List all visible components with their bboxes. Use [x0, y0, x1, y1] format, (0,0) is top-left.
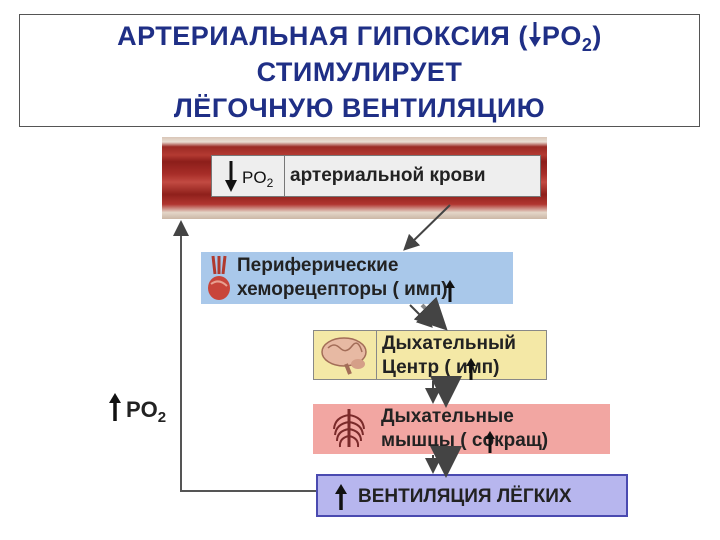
title-line-3: ЛЁГОЧНУЮ ВЕНТИЛЯЦИЮ	[173, 93, 546, 123]
center-line-1: Дыхательный	[382, 333, 516, 354]
brain-icon	[318, 334, 372, 381]
title-box: АРТЕРИАЛЬНАЯ ГИПОКСИЯ (PO2) СТИМУЛИРУЕТ …	[19, 14, 700, 127]
carotid-icon	[205, 254, 233, 307]
arrow-receptors-to-center-2	[413, 296, 448, 331]
down-arrow-icon	[224, 161, 238, 198]
peripheral-chemoreceptors-box: Периферические хеморецепторы ( имп)	[201, 252, 513, 304]
up-arrow-icon	[484, 431, 496, 458]
feedback-po2-label: PO2	[108, 393, 166, 427]
up-arrow-icon	[465, 358, 477, 385]
vessel-label: PO2 артериальной крови	[211, 155, 541, 197]
vessel-text: артериальной крови	[290, 165, 486, 186]
muscles-line-1: Дыхательные	[381, 406, 514, 427]
title-line-1: АРТЕРИАЛЬНАЯ ГИПОКСИЯ (PO2)	[117, 21, 602, 55]
up-arrow-icon	[108, 393, 122, 427]
po2-down-label: PO2	[212, 156, 285, 196]
up-arrow-icon	[444, 280, 456, 307]
respiratory-center-box: Дыхательный Центр ( имп)	[313, 330, 547, 380]
title-text: АРТЕРИАЛЬНАЯ ГИПОКСИЯ (	[117, 21, 528, 51]
center-separator	[376, 331, 377, 379]
respiratory-muscles-box: Дыхательные мышцы ( сокращ)	[313, 404, 610, 454]
muscles-line-2: мышцы ( сокращ)	[381, 430, 549, 451]
peripheral-line-1: Периферические	[237, 255, 399, 276]
peripheral-line-2: хеморецепторы ( имп)	[237, 279, 448, 300]
title-line-2: СТИМУЛИРУЕТ	[256, 57, 463, 87]
feedback-loop-arrow	[173, 220, 316, 492]
up-arrow-icon	[334, 484, 348, 515]
ventilation-text: ВЕНТИЛЯЦИЯ ЛЁГКИХ	[358, 486, 572, 507]
down-arrow-icon	[528, 22, 542, 47]
arrow-vessel-to-receptors	[403, 204, 451, 251]
po2-down: PO2	[528, 21, 593, 55]
ribcage-icon	[329, 407, 369, 456]
lung-ventilation-box: ВЕНТИЛЯЦИЯ ЛЁГКИХ	[316, 474, 628, 517]
